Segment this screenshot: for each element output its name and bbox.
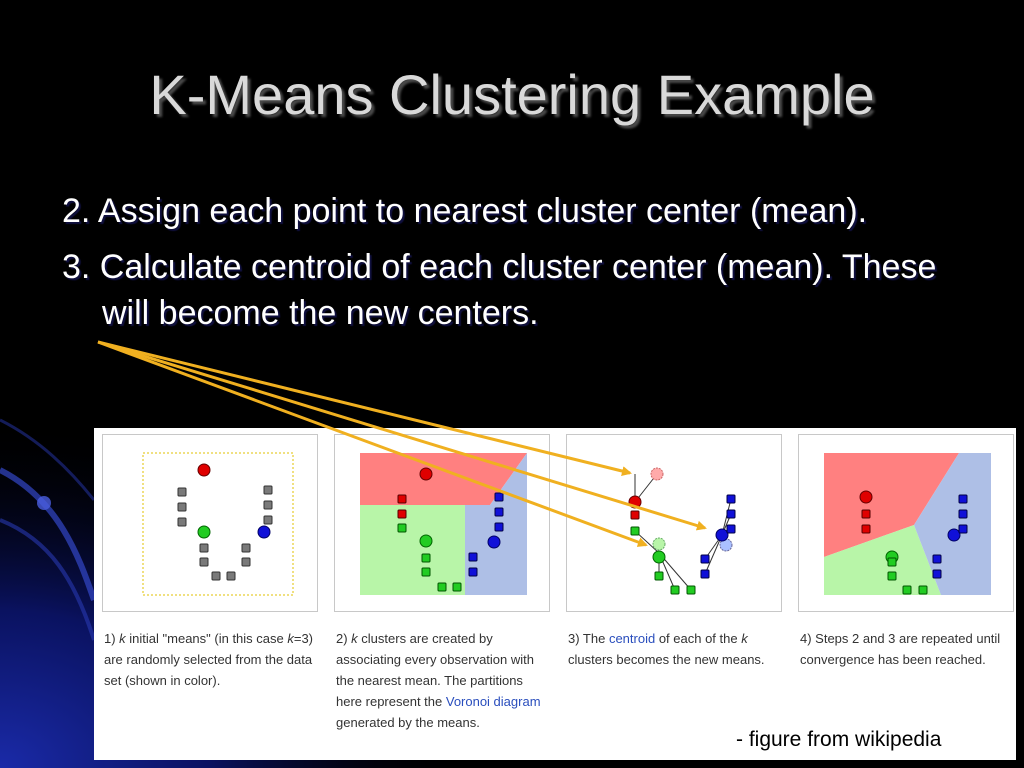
bullet-step-3: 3. Calculate centroid of each cluster ce… (62, 248, 937, 332)
caption-text: clusters becomes the new means. (568, 652, 765, 667)
panel-4-caption: 4) Steps 2 and 3 are repeated until conv… (800, 628, 1012, 670)
caption-italic: k (119, 631, 126, 646)
slide-title: K-Means Clustering Example (149, 63, 875, 126)
old-mean-green (652, 537, 666, 551)
mean-red (197, 463, 211, 477)
panel-3-caption: 3) The centroid of each of the k cluster… (568, 628, 780, 670)
voronoi-red-region (360, 453, 527, 505)
caption-text: 1) (104, 631, 120, 646)
mean-blue (257, 525, 271, 539)
new-mean-blue (715, 528, 729, 542)
figure-credit: - figure from wikipedia (736, 728, 942, 751)
caption-text: clusters are created by associating ever… (336, 631, 534, 709)
panel-2-caption: 2) k clusters are created by associating… (336, 628, 548, 733)
panel-2: 2) k clusters are created by associating… (330, 432, 554, 752)
panel-1-caption: 1) k initial "means" (in this case k=3) … (104, 628, 316, 691)
panel-3-image (566, 434, 782, 612)
caption-text: =3) are randomly selected from the data … (104, 631, 314, 688)
caption-link[interactable]: centroid (608, 631, 656, 646)
caption-text: of each of the (655, 631, 742, 646)
mean-green (197, 525, 211, 539)
arrow-to-red-center (97, 340, 632, 476)
panel-4: 4) Steps 2 and 3 are repeated until conv… (794, 432, 1018, 752)
caption-italic: k (351, 631, 358, 646)
voronoi-green-region (360, 505, 465, 595)
caption-italic: k (287, 631, 294, 646)
caption-text: generated by the means. (336, 715, 480, 730)
final-green-region (824, 525, 941, 595)
new-mean-green (652, 550, 666, 564)
caption-text: 3) The (568, 631, 609, 646)
old-mean-red (650, 467, 664, 481)
kmeans-figure: 1) k initial "means" (in this case k=3) … (94, 428, 1016, 760)
panel-1-image (102, 434, 318, 612)
arrow-to-green-center (97, 340, 648, 547)
panel-3: 3) The centroid of each of the k cluster… (562, 432, 786, 752)
bullet-step-2: 2. Assign each point to nearest cluster … (62, 192, 868, 230)
arrow-to-blue-center (97, 340, 707, 531)
caption-text: 4) Steps 2 and 3 are repeated until conv… (800, 631, 1001, 667)
panel-1: 1) k initial "means" (in this case k=3) … (98, 432, 322, 752)
final-red-region (824, 453, 959, 557)
panel-2-image (334, 434, 550, 612)
panel-4-image (798, 434, 1014, 612)
caption-text: initial "means" (in this case (125, 631, 288, 646)
caption-text: 2) (336, 631, 352, 646)
caption-link[interactable]: Voronoi diagram (445, 694, 541, 709)
caption-italic: k (741, 631, 748, 646)
bullet-list: 2. Assign each point to nearest cluster … (62, 188, 962, 346)
